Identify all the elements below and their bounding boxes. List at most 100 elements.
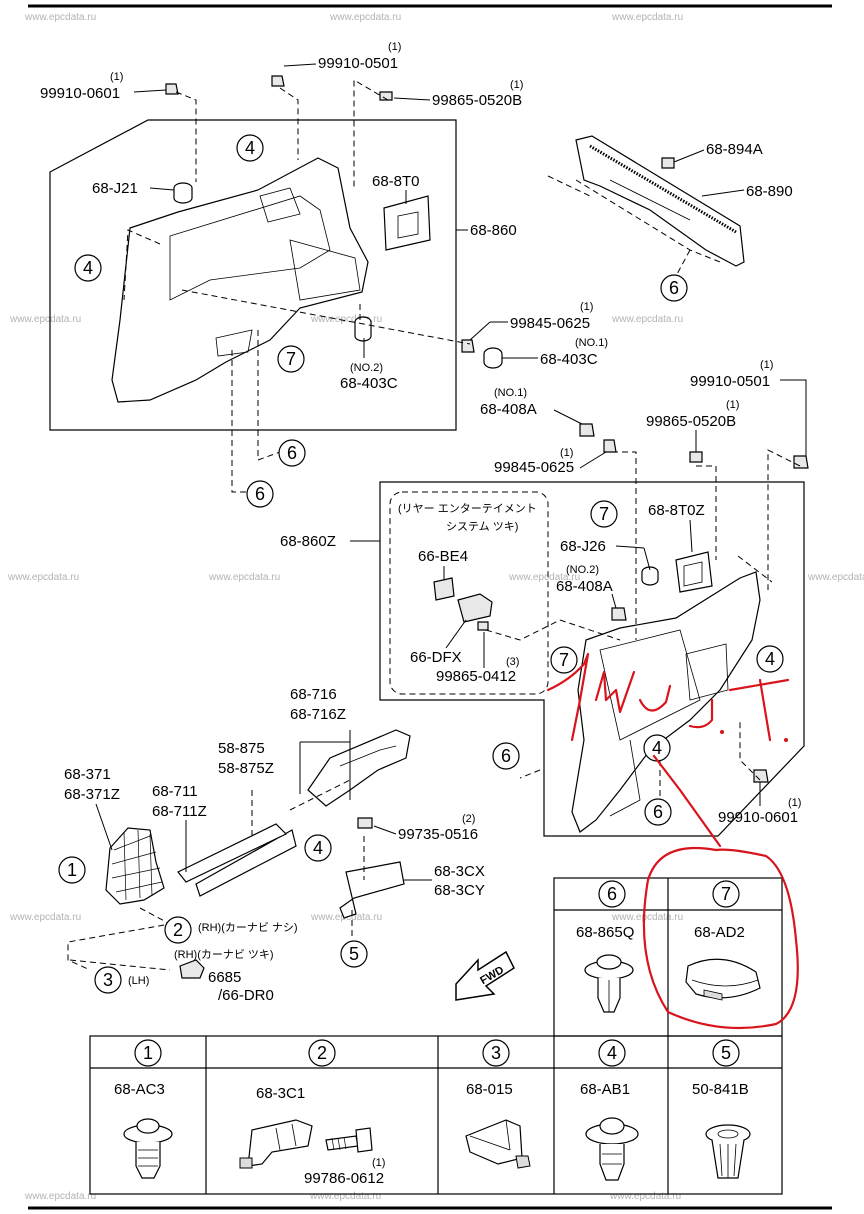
rear-entertainment-frame: [389, 491, 549, 695]
part-label-68-890[interactable]: 68-890: [746, 183, 793, 200]
ref-callout-3[interactable]: 3: [482, 1039, 510, 1067]
part-label-99735-0516[interactable]: 99735-0516: [398, 826, 478, 843]
qty-99910-0601-top: (1): [110, 71, 123, 83]
clip-99845-0625-right-drawing: [603, 439, 617, 453]
ref-callout-6[interactable]: 6: [644, 798, 672, 826]
ref-callout-7[interactable]: 7: [277, 345, 305, 373]
ref-callout-5[interactable]: 5: [340, 940, 368, 968]
ref-number: 4: [765, 649, 775, 669]
qty-68-403C-no2: (NO.2): [350, 362, 383, 374]
legend-code-68-3C1[interactable]: 68-3C1: [256, 1085, 305, 1102]
part-label-68-403C-no2[interactable]: 68-403C: [340, 375, 398, 392]
bracket-68-8T0Z-drawing: [675, 551, 713, 593]
part-label-66-DFX[interactable]: 66-DFX: [410, 649, 462, 666]
legend-code-68-AC3[interactable]: 68-AC3: [114, 1081, 165, 1098]
watermark: www.epcdata.ru: [807, 572, 864, 583]
ref-callout-6[interactable]: 6: [278, 439, 306, 467]
cap-68-403C-no2-drawing: [354, 316, 372, 342]
ref-callout-4[interactable]: 4: [643, 734, 671, 762]
ref-callout-4[interactable]: 4: [598, 1039, 626, 1067]
trunk-end-trim-68-890-drawing: [575, 135, 745, 267]
part-label-68-408A-no1[interactable]: 68-408A: [480, 401, 537, 418]
legend-code-68-AD2[interactable]: 68-AD2: [694, 924, 745, 941]
part-label-68-3CX[interactable]: 68-3CX: [434, 863, 485, 880]
part-label-68-403C-no1[interactable]: 68-403C: [540, 351, 598, 368]
part-label-68-8T0[interactable]: 68-8T0: [372, 173, 420, 190]
part-label-99845-0625-mid[interactable]: 99845-0625: [510, 315, 590, 332]
watermark: www.epcdata.ru: [24, 1191, 96, 1202]
connector-6685-drawing: [179, 959, 205, 979]
part-label-99910-0501-top[interactable]: 99910-0501: [318, 55, 398, 72]
part-label-6685[interactable]: 6685: [208, 969, 241, 986]
ref-callout-6[interactable]: 6: [492, 742, 520, 770]
legend-code-68-865Q[interactable]: 68-865Q: [576, 924, 634, 941]
ref-callout-5[interactable]: 5: [712, 1039, 740, 1067]
part-label-68-894A[interactable]: 68-894A: [706, 141, 763, 158]
watermark: www.epcdata.ru: [208, 572, 280, 583]
part-label-68-J21[interactable]: 68-J21: [92, 180, 138, 197]
legend-code-68-015[interactable]: 68-015: [466, 1081, 513, 1098]
cap-68-J21-drawing: [173, 182, 193, 204]
ref-callout-1[interactable]: 1: [58, 856, 86, 884]
ref-number: 6: [255, 484, 265, 504]
ref-number: 1: [67, 860, 77, 880]
qty-99910-0501-right: (1): [760, 359, 773, 371]
part-label-68-711[interactable]: 68-711: [152, 783, 198, 800]
watermark: www.epcdata.ru: [24, 12, 96, 23]
legend-code-99786-0612[interactable]: 99786-0612: [304, 1170, 384, 1187]
ref-callout-3[interactable]: 3: [94, 966, 122, 994]
part-label-68-408A-no2[interactable]: 68-408A: [556, 578, 613, 595]
watermark: www.epcdata.ru: [9, 912, 81, 923]
ref-circle: [644, 798, 672, 826]
part-label-68-716Z[interactable]: 68-716Z: [290, 706, 346, 723]
ref-callout-4[interactable]: 4: [304, 834, 332, 862]
ref-circle: [278, 439, 306, 467]
ref-callout-4[interactable]: 4: [74, 254, 102, 282]
ref-circle: [74, 254, 102, 282]
part-label-99865-0412[interactable]: 99865-0412: [436, 668, 516, 685]
part-label-68-8T0Z[interactable]: 68-8T0Z: [648, 502, 705, 519]
part-label-99910-0601-top[interactable]: 99910-0601: [40, 85, 120, 102]
part-label-68-J26[interactable]: 68-J26: [560, 538, 606, 555]
part-label-68-371[interactable]: 68-371: [64, 766, 111, 783]
part-label-58-875Z[interactable]: 58-875Z: [218, 760, 274, 777]
ref-number: 7: [599, 504, 609, 524]
legend-code-50-841B[interactable]: 50-841B: [692, 1081, 749, 1098]
ref-number: 4: [313, 838, 323, 858]
qty-99910-0501-top: (1): [388, 41, 401, 53]
part-label-68-711Z[interactable]: 68-711Z: [152, 803, 207, 820]
ref-callout-2[interactable]: 2: [164, 916, 192, 944]
part-label-58-875[interactable]: 58-875: [218, 740, 265, 757]
bracket-68-3C1-drawing: [239, 1119, 313, 1169]
bolt-99786-0612-drawing: [325, 1127, 373, 1153]
part-label-99865-0520B-top[interactable]: 99865-0520B: [432, 92, 522, 109]
part-label-68-860Z[interactable]: 68-860Z: [280, 533, 336, 550]
part-label-66-BE4[interactable]: 66-BE4: [418, 548, 468, 565]
clip-99910-0601-drawing: [165, 83, 179, 95]
ref-callout-7[interactable]: 7: [712, 880, 740, 908]
legend-code-68-AB1[interactable]: 68-AB1: [580, 1081, 630, 1098]
part-label-66-DR0[interactable]: /66-DR0: [218, 987, 274, 1004]
ref-circle: [590, 500, 618, 528]
part-label-68-716[interactable]: 68-716: [290, 686, 337, 703]
watermark: www.epcdata.ru: [611, 12, 683, 23]
ref-callout-2[interactable]: 2: [308, 1039, 336, 1067]
ref-callout-6[interactable]: 6: [660, 274, 688, 302]
ref-callout-1[interactable]: 1: [134, 1039, 162, 1067]
part-label-99865-0520B-right[interactable]: 99865-0520B: [646, 413, 736, 430]
ref-circle: [660, 274, 688, 302]
ref-callout-7[interactable]: 7: [550, 646, 578, 674]
part-label-99845-0625-right[interactable]: 99845-0625: [494, 459, 574, 476]
part-label-99910-0501-right[interactable]: 99910-0501: [690, 373, 770, 390]
ref-callout-4[interactable]: 4: [236, 134, 264, 162]
part-label-68-860[interactable]: 68-860: [470, 222, 517, 239]
ref-number: 5: [721, 1043, 731, 1063]
ref-callout-4[interactable]: 4: [756, 645, 784, 673]
part-label-68-3CY[interactable]: 68-3CY: [434, 882, 485, 899]
part-label-68-371Z[interactable]: 68-371Z: [64, 786, 120, 803]
ref-callout-6[interactable]: 6: [246, 480, 274, 508]
part-label-99910-0601-right[interactable]: 99910-0601: [718, 809, 798, 826]
ref-callout-6[interactable]: 6: [598, 880, 626, 908]
ref-callout-7[interactable]: 7: [590, 500, 618, 528]
